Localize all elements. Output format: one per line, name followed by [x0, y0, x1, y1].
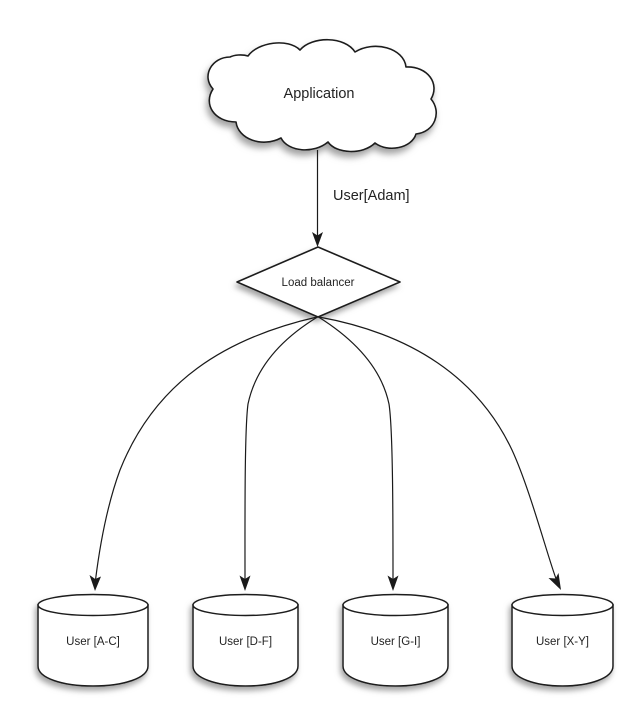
- edge-curve-user-g-i: [318, 316, 394, 581]
- cylinder-top-user-x-y: [511, 593, 614, 617]
- database-label-2: User [G-I]: [371, 636, 421, 648]
- edge-curve-user-x-y: [318, 316, 558, 581]
- database-label-1: User [D-F]: [219, 636, 272, 648]
- cylinder-body-user-a-c: [37, 604, 149, 687]
- load-balancer-label: Load balancer: [282, 277, 355, 289]
- cylinder-body-user-d-f: [192, 604, 299, 687]
- cylinder-body-user-x-y: [511, 604, 614, 687]
- arrowhead-to-user-g-i: [387, 575, 399, 591]
- diamond-shape: [236, 246, 401, 318]
- database-label-3: User [X-Y]: [536, 636, 589, 648]
- database-label-0: User [A-C]: [66, 636, 120, 648]
- cylinder-top-user-d-f: [192, 593, 299, 617]
- node-database-3[interactable]: User [X-Y]: [511, 593, 614, 687]
- node-database-1[interactable]: User [D-F]: [192, 593, 299, 687]
- application-label: Application: [284, 86, 355, 102]
- edge-application-to-load-balancer[interactable]: User[Adam]: [312, 150, 410, 247]
- arrowhead-to-load-balancer: [312, 232, 323, 247]
- cylinder-top-user-a-c: [37, 593, 149, 617]
- cloud-shape: [207, 39, 437, 153]
- edge-load-balancer-to-db-3[interactable]: [318, 316, 561, 590]
- arrowhead-to-user-d-f: [239, 575, 251, 591]
- cylinder-top-user-g-i: [342, 593, 449, 617]
- edge-load-balancer-to-db-0[interactable]: [89, 316, 318, 591]
- edge-curve-user-a-c: [94, 316, 318, 581]
- cylinder-body-user-g-i: [342, 604, 449, 687]
- edge-label-user-adam: User[Adam]: [333, 188, 410, 204]
- edge-load-balancer-to-db-1[interactable]: [239, 316, 318, 591]
- edge-load-balancer-to-db-2[interactable]: [318, 316, 399, 591]
- arrowhead-to-user-a-c: [89, 575, 101, 591]
- node-database-0[interactable]: User [A-C]: [37, 593, 149, 687]
- node-load-balancer[interactable]: Load balancer: [236, 246, 401, 318]
- arrowhead-to-user-x-y: [548, 573, 561, 590]
- node-application[interactable]: Application: [207, 39, 437, 153]
- node-database-2[interactable]: User [G-I]: [342, 593, 449, 687]
- edge-curve-user-d-f: [244, 316, 318, 581]
